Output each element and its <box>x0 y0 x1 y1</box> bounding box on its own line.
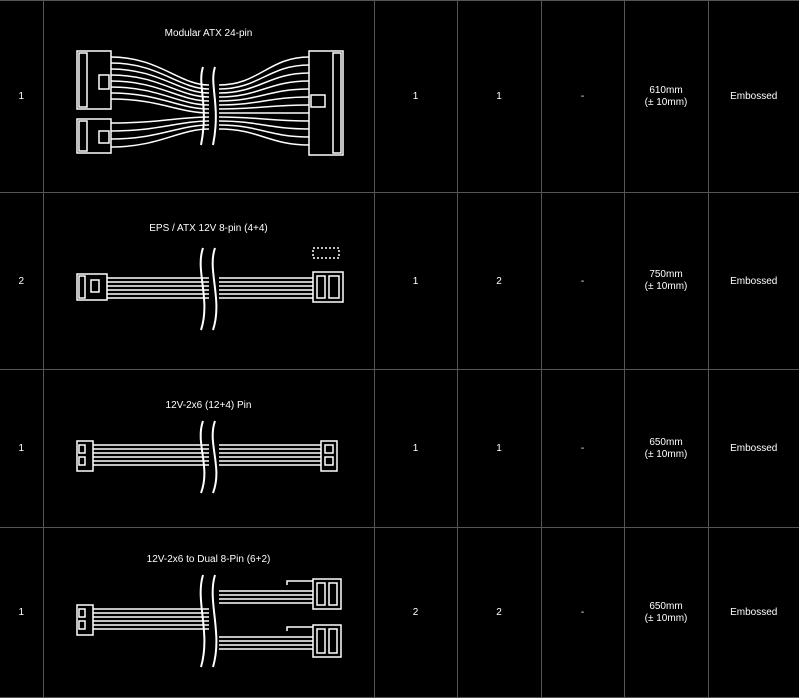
length-value: 750mm <box>649 269 683 280</box>
cable-name: 12V-2x6 (12+4) Pin <box>165 400 252 411</box>
cable-cell: EPS / ATX 12V 8-pin (4+4) <box>42 192 375 370</box>
value-cell: 1 <box>456 369 542 528</box>
value-cell: - <box>540 192 625 370</box>
cable-cell: 12V-2x6 (12+4) Pin <box>42 369 375 528</box>
value-cell: - <box>540 369 625 528</box>
12v-2x6-cable-icon <box>75 420 338 494</box>
length-value: 650mm <box>649 600 683 612</box>
quantity-cell: 1 <box>0 369 44 528</box>
atx-24pin-cable-icon <box>75 50 344 156</box>
quantity-cell: 1 <box>0 527 44 698</box>
value-cell: - <box>540 527 625 698</box>
value-cell: 2 <box>456 527 542 698</box>
length-cell: 750mm (± 10mm) <box>623 192 709 370</box>
value-cell: 1 <box>373 192 458 370</box>
length-cell: 650mm (± 10mm) <box>623 527 709 698</box>
length-cell: 650mm (± 10mm) <box>623 369 709 528</box>
12v-2x6-dual-8pin-cable-icon <box>75 574 342 668</box>
value-cell: 1 <box>373 369 458 528</box>
length-tolerance: (± 10mm) <box>644 96 688 108</box>
finish-cell: Embossed <box>707 0 799 193</box>
quantity-cell: 1 <box>0 0 44 193</box>
length-tolerance: (± 10mm) <box>644 612 688 624</box>
cable-cell: 12V-2x6 to Dual 8-Pin (6+2) <box>42 527 375 698</box>
table-row: 1 12V-2x6 (12+4) Pin <box>0 369 799 528</box>
value-cell: - <box>540 0 625 193</box>
length-cell: 610mm (± 10mm) <box>623 0 709 193</box>
cable-cell: Modular ATX 24-pin <box>42 0 375 193</box>
table-row: 2 EPS / ATX 12V 8-pin (4+4) <box>0 192 799 370</box>
quantity-cell: 2 <box>0 192 44 370</box>
length-value: 650mm <box>649 436 683 448</box>
cable-name: Modular ATX 24-pin <box>164 28 253 39</box>
finish-cell: Embossed <box>707 192 799 370</box>
length-tolerance: (± 10mm) <box>644 281 688 292</box>
value-cell: 1 <box>456 0 542 193</box>
cable-name: 12V-2x6 to Dual 8-Pin (6+2) <box>146 554 271 565</box>
value-cell: 2 <box>456 192 542 370</box>
table-row: 1 Modular ATX 24-pin <box>0 0 799 193</box>
finish-cell: Embossed <box>707 527 799 698</box>
finish-cell: Embossed <box>707 369 799 528</box>
length-value: 610mm <box>649 84 683 96</box>
table-row: 1 12V-2x6 to Dual 8-Pin (6+2) <box>0 527 799 698</box>
eps-8pin-cable-icon <box>75 246 344 330</box>
length-tolerance: (± 10mm) <box>644 448 688 460</box>
value-cell: 1 <box>373 0 458 193</box>
value-cell: 2 <box>373 527 458 698</box>
cable-name: EPS / ATX 12V 8-pin (4+4) <box>149 222 268 234</box>
